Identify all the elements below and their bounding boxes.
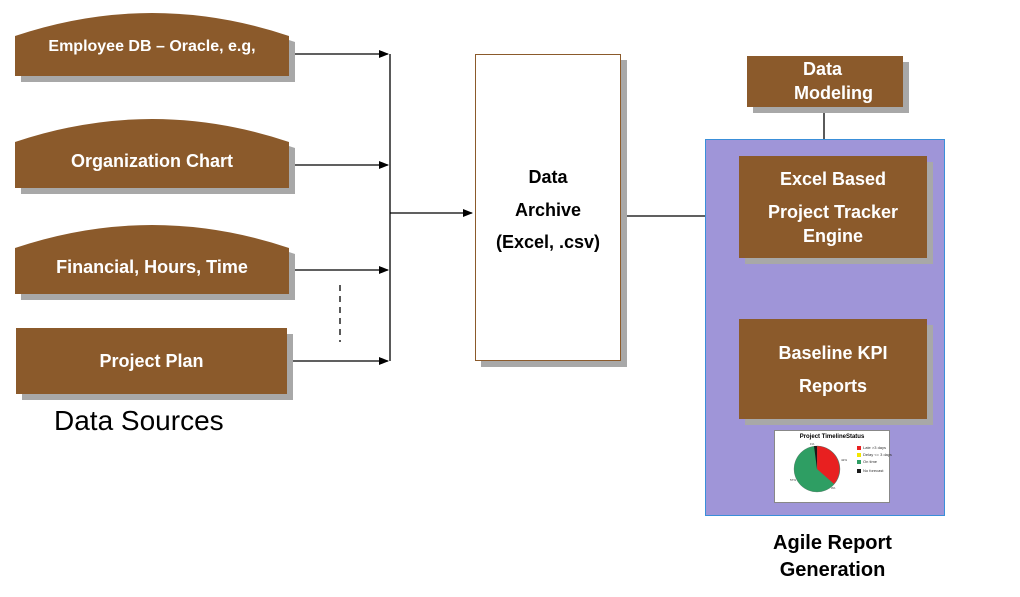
kpi-line-2: Reports (798, 376, 867, 396)
svg-text:1%: 1% (810, 442, 815, 446)
svg-text:42%: 42% (841, 458, 847, 462)
agile-caption-line-1: Agile Report (773, 532, 892, 554)
engine-line-2: Project Tracker (767, 202, 899, 222)
source-project-plan: Project Plan (16, 328, 287, 394)
thumbnail-legend-item: No forecast (857, 468, 883, 473)
archive-line-3: (Excel, .csv) (495, 232, 601, 252)
source-financial: Financial, Hours, Time (15, 220, 295, 300)
kpi-line-1: Baseline KPI (778, 343, 888, 363)
archive-line-2: Archive (514, 200, 582, 220)
thumbnail-legend-item: On time (857, 459, 877, 464)
data-sources-caption: Data Sources (54, 405, 224, 436)
svg-text:0%: 0% (831, 486, 836, 490)
agile-caption-line-2: Generation (779, 559, 886, 581)
data-archive-box: Data Archive (Excel, .csv) (475, 54, 621, 361)
timeline-status-thumbnail: Project TimelineStatus 1% 42% 57% 0% Lat… (774, 430, 892, 503)
svg-text:57%: 57% (790, 478, 796, 482)
engine-line-1: Excel Based (779, 169, 887, 189)
thumbnail-legend-item: Delay <= 3 days (857, 452, 892, 457)
thumbnail-pie: 1% 42% 57% 0% (790, 442, 847, 493)
archive-line-1: Data (528, 167, 568, 187)
engine-line-3: Engine (802, 226, 863, 246)
source-financial-label: Financial, Hours, Time (56, 257, 248, 277)
agile-report-caption: Agile Report Generation (745, 530, 920, 584)
source-employee-db-label: Employee DB – Oracle, e.g, (48, 38, 256, 55)
tracker-engine-box: Excel Based Project Tracker Engine (739, 156, 927, 258)
kpi-reports-box: Baseline KPI Reports (739, 319, 927, 419)
source-org-chart: Organization Chart (15, 114, 295, 194)
modeling-line-1: Data (803, 59, 843, 79)
modeling-line-2: Modeling (794, 83, 873, 103)
source-org-chart-label: Organization Chart (70, 151, 233, 171)
thumbnail-title: Project TimelineStatus (799, 434, 865, 440)
data-modeling-box: Data Modeling (747, 56, 903, 107)
source-employee-db: Employee DB – Oracle, e.g, (15, 10, 295, 82)
source-project-plan-label: Project Plan (99, 350, 204, 371)
thumbnail-legend-item: Late >3 days (857, 445, 886, 450)
